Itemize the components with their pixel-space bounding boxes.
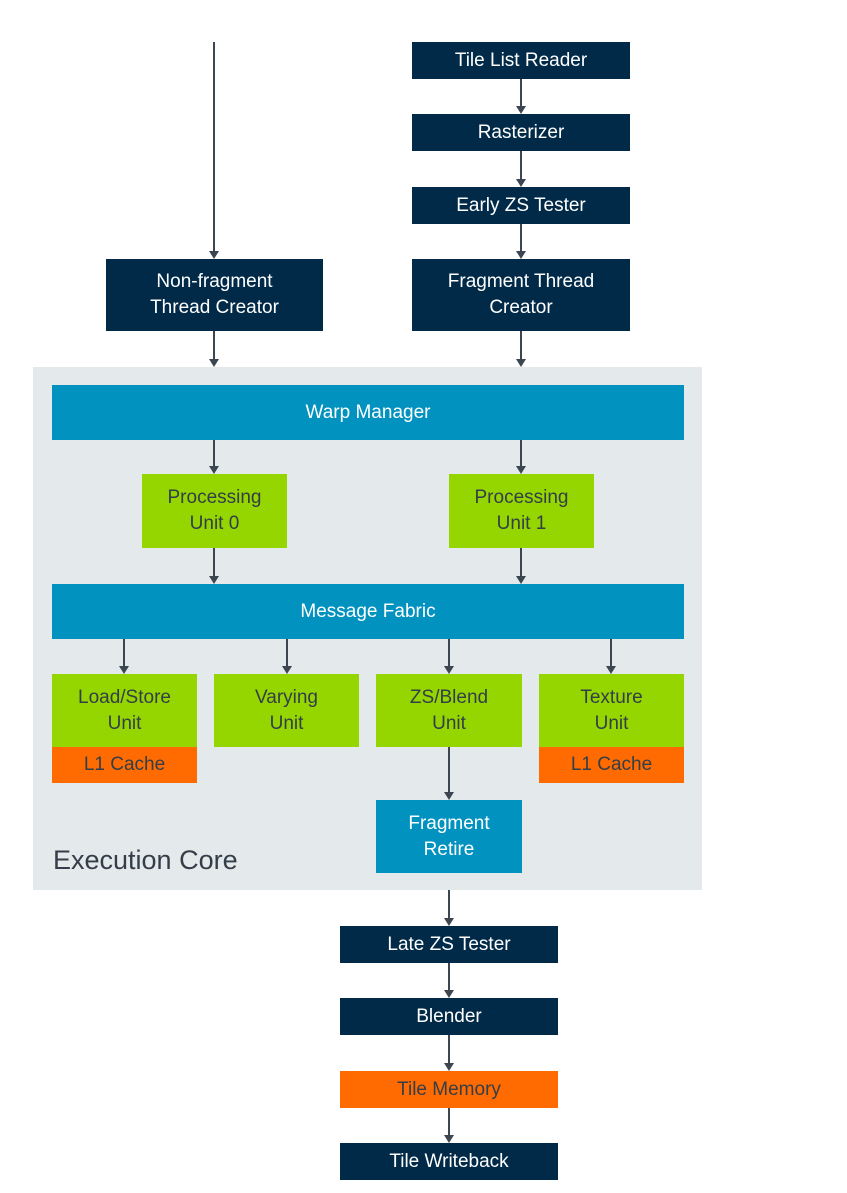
load-store-unit-box: Load/Store Unit: [52, 674, 197, 747]
warp-manager-label: Warp Manager: [305, 401, 431, 423]
fragment-thread-creator-line-1: Fragment Thread: [447, 271, 595, 292]
arrow-blender-to-tile-memory: [444, 1035, 454, 1071]
arrow-warp-manager-to-pu0: [209, 440, 219, 474]
arrow-fabric-to-load-store: [119, 639, 129, 674]
l1-cache-left-label: L1 Cache: [83, 754, 166, 775]
tile-writeback-label: Tile Writeback: [389, 1150, 509, 1172]
arrow-zs-blend-to-fragment-retire: [444, 747, 454, 800]
texture-unit-line-2: Unit: [594, 712, 629, 734]
processing-unit-1-box: Processing Unit 1: [449, 474, 594, 548]
load-store-unit-line-1: Load/Store: [78, 686, 171, 708]
varying-unit-line-1: Varying: [254, 686, 318, 708]
arrow-non-fragment-creator-to-warp-manager: [209, 331, 219, 367]
blender-label: Blender: [416, 1005, 482, 1027]
arrow-pu0-to-message-fabric: [209, 548, 219, 584]
processing-unit-0-box: Processing Unit 0: [142, 474, 287, 548]
processing-unit-0-line-2: Unit 0: [189, 513, 240, 534]
processing-unit-1-line-2: Unit 1: [496, 513, 547, 534]
arrow-pu1-to-message-fabric: [516, 548, 526, 584]
message-fabric-box: Message Fabric: [52, 584, 684, 639]
l1-cache-right-box: L1 Cache: [539, 747, 684, 783]
arrow-rasterizer-to-early-zs: [516, 151, 526, 187]
non-fragment-thread-creator-line-2: Thread Creator: [150, 297, 279, 318]
fragment-retire-line-1: Fragment: [408, 812, 490, 834]
non-fragment-thread-creator-line-1: Non-fragment: [156, 271, 273, 292]
arrow-tile-list-reader-to-rasterizer: [516, 79, 526, 114]
arrow-early-zs-to-fragment-creator: [516, 224, 526, 259]
tile-list-reader-box: Tile List Reader: [412, 42, 630, 79]
late-zs-tester-box: Late ZS Tester: [340, 926, 558, 963]
tile-list-reader-label: Tile List Reader: [454, 49, 588, 71]
processing-unit-1-line-1: Processing: [474, 487, 569, 508]
early-zs-tester-label: Early ZS Tester: [456, 194, 586, 216]
message-fabric-label: Message Fabric: [300, 600, 436, 622]
zs-blend-unit-line-2: Unit: [432, 712, 466, 734]
fragment-retire-line-2: Retire: [423, 838, 475, 860]
fragment-thread-creator-box: Fragment Thread Creator: [412, 259, 630, 331]
arrow-late-zs-to-blender: [444, 963, 454, 998]
varying-unit-box: Varying Unit: [214, 674, 359, 747]
tile-memory-box: Tile Memory: [340, 1071, 558, 1108]
early-zs-tester-box: Early ZS Tester: [412, 187, 630, 224]
zs-blend-unit-line-1: ZS/Blend: [409, 686, 489, 708]
late-zs-tester-label: Late ZS Tester: [387, 933, 511, 955]
execution-core-label: Execution Core: [53, 845, 238, 875]
blender-box: Blender: [340, 998, 558, 1035]
rasterizer-label: Rasterizer: [477, 121, 565, 143]
non-fragment-thread-creator-box: Non-fragment Thread Creator: [106, 259, 323, 331]
arrow-core-to-late-zs: [444, 890, 454, 926]
arrow-fabric-to-texture: [606, 639, 616, 674]
arrow-fragment-creator-to-warp-manager: [516, 331, 526, 367]
tile-writeback-box: Tile Writeback: [340, 1143, 558, 1180]
texture-unit-box: Texture Unit: [539, 674, 684, 747]
rasterizer-box: Rasterizer: [412, 114, 630, 151]
fragment-thread-creator-line-2: Creator: [489, 297, 553, 318]
arrow-input-to-non-fragment-creator: [209, 42, 219, 259]
processing-unit-0-line-1: Processing: [167, 487, 262, 508]
load-store-unit-line-2: Unit: [107, 712, 142, 734]
l1-cache-right-label: L1 Cache: [570, 754, 653, 775]
tile-memory-label: Tile Memory: [397, 1078, 501, 1100]
fragment-retire-box: Fragment Retire: [376, 800, 522, 873]
texture-unit-line-1: Texture: [580, 686, 643, 708]
arrow-warp-manager-to-pu1: [516, 440, 526, 474]
l1-cache-left-box: L1 Cache: [52, 747, 197, 783]
warp-manager-box: Warp Manager: [52, 385, 684, 440]
zs-blend-unit-box: ZS/Blend Unit: [376, 674, 522, 747]
varying-unit-line-2: Unit: [269, 712, 304, 734]
arrow-tile-memory-to-writeback: [444, 1108, 454, 1143]
arrow-fabric-to-varying: [282, 639, 292, 674]
arrow-fabric-to-zs-blend: [444, 639, 454, 674]
